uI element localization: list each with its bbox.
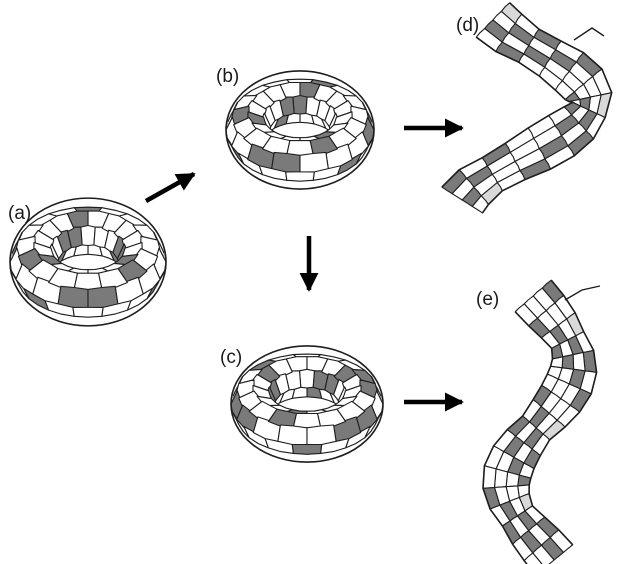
panel-label-a: (a): [8, 203, 31, 224]
panel-label-d: (d): [456, 15, 479, 36]
arrow-a-to-b: [146, 174, 194, 201]
helix-e-loose-end: [565, 286, 600, 300]
helix-e: [483, 280, 597, 564]
panel-label-c: (c): [220, 347, 242, 368]
helix-d-loose-end: [574, 28, 604, 40]
panel-label-e: (e): [476, 289, 499, 310]
torus-b: [226, 71, 374, 189]
panel-label-b: (b): [216, 66, 239, 87]
torus-a: [10, 198, 166, 326]
torus-c: [231, 346, 383, 462]
